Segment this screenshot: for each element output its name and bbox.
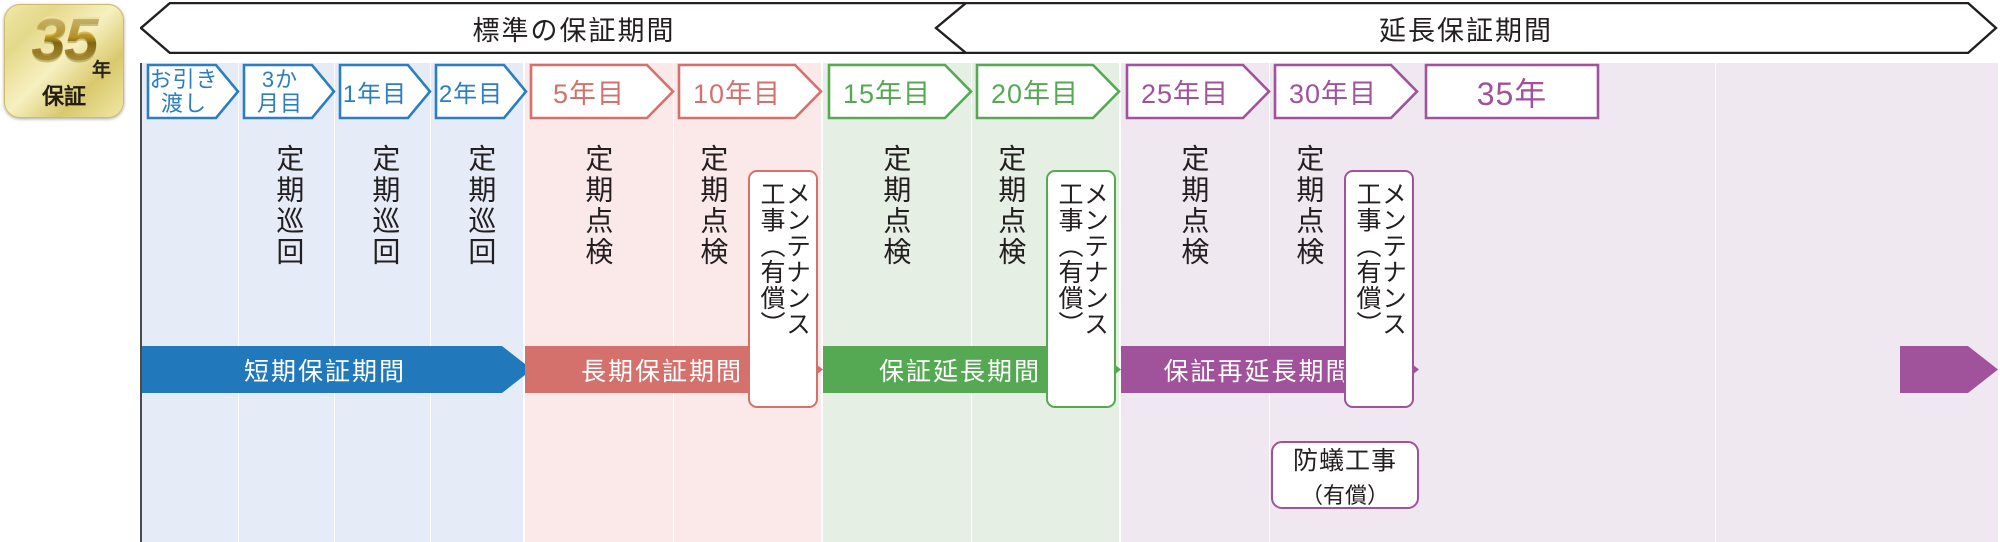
termite-treatment-line2: （有償） [1300, 482, 1389, 508]
tag-year5-label: 5年目 [552, 79, 626, 109]
maintenance-year10-box: メンテナンス 工事（有償） [748, 170, 818, 408]
tag-delivery-line2: 渡し [160, 90, 207, 116]
band-short-warranty-label: 短期保証期間 [243, 357, 406, 386]
maintenance-year30-box: メンテナンス 工事（有償） [1344, 170, 1414, 408]
left-rule [140, 63, 142, 542]
maintenance-year30-line1: メンテナンス [1378, 181, 1407, 337]
group-bg-blue [142, 63, 523, 542]
task-year2: 定期巡回 [465, 144, 497, 268]
tag-year5[interactable]: 5年目 [529, 63, 675, 120]
band-re-extended-warranty-label: 保証再延長期間 [1163, 357, 1353, 386]
termite-treatment-box: 防蟻工事 （有償） [1271, 441, 1419, 509]
task-year5: 定期点検 [582, 144, 614, 268]
tag-month3[interactable]: 3か 月目 [242, 63, 336, 120]
task-year1: 定期巡回 [369, 144, 401, 268]
seal-label: 保証 [41, 84, 86, 109]
tag-month3-line1: 3か [261, 67, 299, 93]
band-short-warranty: 短期保証期間 [142, 346, 532, 393]
task-year30: 定期点検 [1293, 144, 1325, 268]
tag-year10[interactable]: 10年目 [677, 63, 823, 120]
tag-year1-label: 1年目 [342, 81, 408, 108]
warranty-seal-badge: 35 年 保証 [4, 4, 124, 118]
seal-number: 35 [5, 9, 123, 71]
tag-year2[interactable]: 2年目 [434, 63, 528, 120]
seal-unit: 年 [91, 60, 111, 81]
tag-year30-label: 30年目 [1288, 79, 1378, 109]
tag-year25[interactable]: 25年目 [1125, 63, 1271, 120]
tag-year2-label: 2年目 [438, 81, 504, 108]
tag-year10-label: 10年目 [692, 79, 782, 109]
maintenance-year30-line2: 工事（有償） [1353, 181, 1381, 337]
band-long-warranty-label: 長期保証期間 [580, 357, 743, 386]
header-banner-extended-label: 延長保証期間 [1379, 15, 1553, 46]
maintenance-year10-line1: メンテナンス [782, 181, 811, 337]
header-banner-standard: 標準の保証期間 [140, 2, 1008, 54]
task-month3: 定期巡回 [273, 144, 305, 268]
maintenance-year10-line2: 工事（有償） [757, 181, 785, 337]
band-end-arrow [1900, 346, 1998, 393]
tag-year30[interactable]: 30年目 [1273, 63, 1419, 120]
tag-year20[interactable]: 20年目 [975, 63, 1121, 120]
tag-year15[interactable]: 15年目 [827, 63, 973, 120]
tag-month3-line2: 月目 [256, 90, 303, 116]
task-year15: 定期点検 [880, 144, 912, 268]
maintenance-year20-box: メンテナンス 工事（有償） [1046, 170, 1116, 408]
band-extended-warranty-label: 保証延長期間 [878, 357, 1041, 386]
maintenance-year20-line2: 工事（有償） [1055, 181, 1083, 337]
tag-delivery-line1: お引き [149, 67, 219, 93]
tag-year35-label: 35年 [1476, 75, 1548, 112]
task-year10: 定期点検 [697, 144, 729, 268]
termite-treatment-line1: 防蟻工事 [1292, 446, 1397, 475]
tag-year15-label: 15年目 [842, 79, 932, 109]
tag-year20-label: 20年目 [990, 79, 1080, 109]
tag-delivery[interactable]: お引き 渡し [146, 63, 240, 120]
tag-year1[interactable]: 1年目 [338, 63, 432, 120]
group-bg-purple-b [1418, 63, 1998, 542]
maintenance-year20-line1: メンテナンス [1080, 181, 1109, 337]
tag-year25-label: 25年目 [1140, 79, 1230, 109]
tag-year35[interactable]: 35年 [1424, 63, 1600, 120]
task-year20: 定期点検 [995, 144, 1027, 268]
header-banner-standard-label: 標準の保証期間 [472, 15, 676, 46]
header-banner-extended: 延長保証期間 [934, 2, 1998, 54]
task-year25: 定期点検 [1178, 144, 1210, 268]
